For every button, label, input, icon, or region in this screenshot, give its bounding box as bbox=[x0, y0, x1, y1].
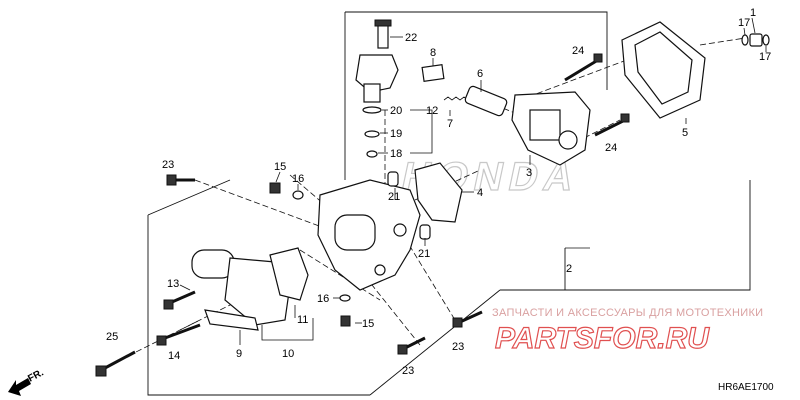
callout-22: 22 bbox=[405, 32, 417, 44]
front-direction-marker: FR. bbox=[8, 367, 46, 396]
callout-16-lower: 16 bbox=[317, 293, 329, 305]
callout-14: 14 bbox=[168, 350, 180, 362]
diagram-code: HR6AE1700 bbox=[718, 382, 774, 393]
front-arrow-icon bbox=[8, 378, 31, 396]
callout-5: 5 bbox=[682, 127, 688, 139]
callout-21-upper: 21 bbox=[388, 191, 400, 203]
callout-18: 18 bbox=[390, 148, 402, 160]
assembly-frame bbox=[147, 11, 751, 396]
valve-body-right bbox=[511, 91, 591, 166]
callout-1: 1 bbox=[750, 7, 756, 19]
cover-gasket bbox=[621, 21, 706, 119]
callout-25: 25 bbox=[106, 331, 118, 343]
dowel-pins bbox=[387, 171, 431, 240]
callout-8: 8 bbox=[430, 47, 436, 59]
callout-19: 19 bbox=[390, 128, 402, 140]
top-solenoid bbox=[355, 19, 399, 158]
callout-4: 4 bbox=[477, 187, 483, 199]
callout-3: 3 bbox=[526, 167, 532, 179]
leader-lines bbox=[179, 17, 767, 345]
callout-10: 10 bbox=[282, 348, 294, 360]
watermark-logo: PARTSFOR.RU bbox=[495, 322, 710, 355]
callout-23-bottom: 23 bbox=[402, 365, 414, 377]
callout-7: 7 bbox=[447, 118, 453, 130]
clip-plate bbox=[421, 63, 445, 83]
bolts-24 bbox=[564, 53, 630, 137]
callout-23-left: 23 bbox=[162, 159, 174, 171]
callout-16-upper: 16 bbox=[292, 173, 304, 185]
long-bolts bbox=[95, 290, 483, 377]
callout-17-left: 17 bbox=[738, 17, 750, 29]
callout-15-lower: 15 bbox=[362, 318, 374, 330]
callout-24-lower: 24 bbox=[605, 142, 617, 154]
main-valve-body bbox=[317, 179, 421, 291]
front-label: FR. bbox=[26, 367, 46, 384]
left-solenoid-assembly bbox=[191, 247, 309, 331]
callout-2: 2 bbox=[566, 263, 572, 275]
partsfor-watermark: ЗАПЧАСТИ И АКСЕССУАРЫ ДЛЯ МОТОТЕХНИКИ PA… bbox=[492, 307, 763, 356]
small-bolts bbox=[166, 174, 351, 327]
callout-6: 6 bbox=[477, 68, 483, 80]
callout-20: 20 bbox=[390, 105, 402, 117]
watermark-tagline: ЗАПЧАСТИ И АКСЕССУАРЫ ДЛЯ МОТОТЕХНИКИ bbox=[492, 307, 763, 319]
spool-valve bbox=[443, 85, 508, 117]
callout-17-right: 17 bbox=[759, 51, 771, 63]
callout-21-lower: 21 bbox=[418, 248, 430, 260]
plate-gasket bbox=[414, 162, 463, 223]
callout-13: 13 bbox=[167, 278, 179, 290]
callout-9: 9 bbox=[236, 348, 242, 360]
callout-15-upper: 15 bbox=[274, 161, 286, 173]
callout-23-right: 23 bbox=[452, 341, 464, 353]
callout-12: 12 bbox=[426, 105, 438, 117]
callout-11: 11 bbox=[297, 314, 308, 326]
callout-labels: 1 2 3 4 5 6 7 8 9 10 11 12 13 14 15 15 1… bbox=[106, 7, 771, 377]
callout-24-upper: 24 bbox=[572, 45, 584, 57]
plug-and-washers bbox=[741, 33, 770, 47]
